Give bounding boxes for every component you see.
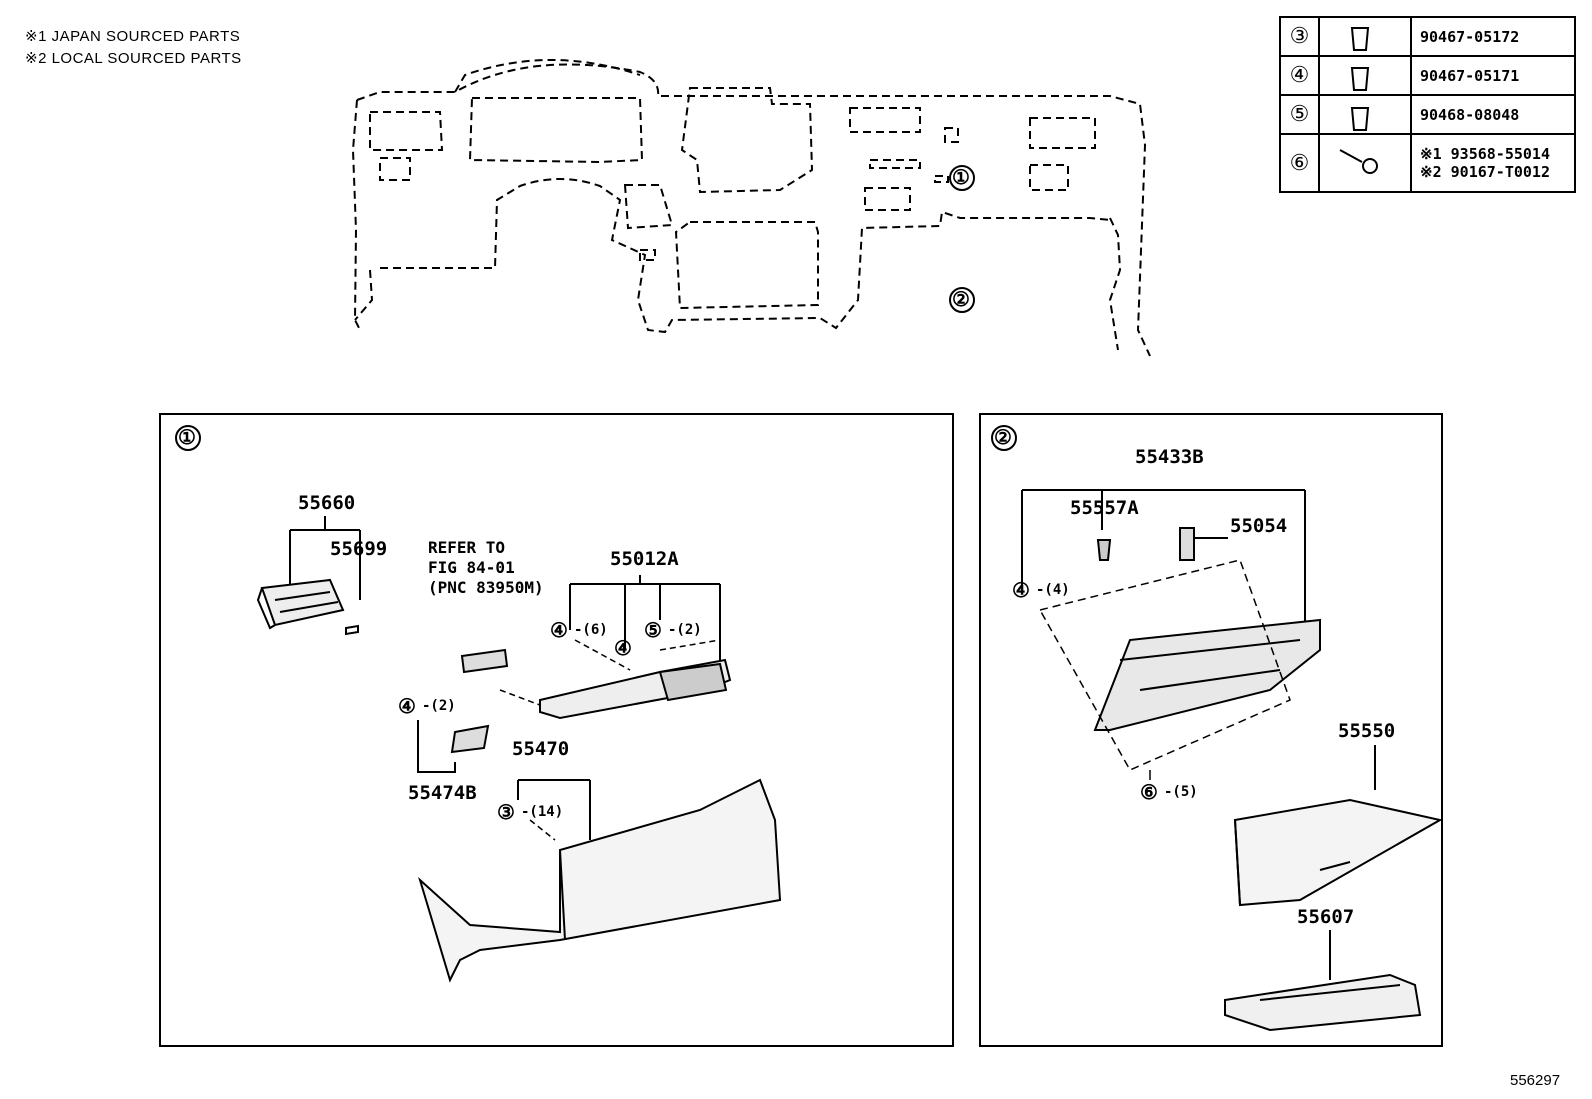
overview-callout-1[interactable]: ① [952,165,970,189]
parts-row: ③ 90467-05172 [1279,16,1576,57]
parts-row: ⑥ ※1 93568-55014 ※2 90167-T0012 [1279,133,1576,193]
part-number[interactable]: 90467-05172 [1410,16,1576,57]
part-55470[interactable]: 55470 [512,738,570,760]
part-number-local: ※2 90167-T0012 [1420,163,1550,181]
part-55474b[interactable]: 55474B [408,782,477,804]
callout-4[interactable]: ④ [398,694,416,718]
clip-icon-cell [1318,94,1412,135]
part-55550[interactable]: 55550 [1338,720,1396,742]
qty-6: -(5) [1164,784,1198,800]
part-55012a[interactable]: 55012A [610,548,679,570]
refer-line-1: REFER TO [428,538,506,557]
qty-3: -(14) [521,804,564,820]
glovebox-door [1233,798,1443,907]
callout-6[interactable]: ⑥ [1140,780,1158,804]
vent-assembly [256,578,359,636]
clip-icon-cell [1318,16,1412,57]
qty-4: -(6) [574,622,608,638]
ref-number: ④ [1279,55,1320,96]
dashboard-overview [351,59,1151,357]
parts-row: ④ 90467-05171 [1279,55,1576,96]
callout-4[interactable]: ④ [550,618,568,642]
refer-line-2: FIG 84-01 [428,558,515,577]
part-55433b[interactable]: 55433B [1135,446,1204,468]
qty-5: -(2) [668,622,702,638]
ref-number: ⑤ [1279,94,1320,135]
part-55054[interactable]: 55054 [1230,515,1288,537]
note-japan: ※1 JAPAN SOURCED PARTS [25,28,241,45]
note-local: ※2 LOCAL SOURCED PARTS [25,50,242,67]
glovebox-frame [1093,618,1321,731]
part-55699[interactable]: 55699 [330,538,388,560]
part-number-japan: ※1 93568-55014 [1420,145,1550,163]
parts-table: ③ 90467-05172 ④ 90467-05171 ⑤ 90468-0804… [1279,16,1576,193]
glovebox-tray [1224,973,1422,1032]
callout-5[interactable]: ⑤ [644,618,662,642]
ref-number: ③ [1279,16,1320,57]
callout-4[interactable]: ④ [1012,578,1030,602]
part-number-pair[interactable]: ※1 93568-55014 ※2 90167-T0012 [1410,133,1576,193]
refer-line-3: (PNC 83950M) [428,578,544,597]
qty-4: -(2) [422,698,456,714]
screw-icon-cell [1318,133,1412,193]
figure-reference-number: 556297 [1510,1072,1561,1089]
refer-note[interactable]: REFER TO FIG 84-01 (PNC 83950M) [428,538,544,598]
panel-2-id: ② [994,425,1012,449]
part-number[interactable]: 90468-08048 [1410,94,1576,135]
ref-number: ⑥ [1279,133,1320,193]
part-55607[interactable]: 55607 [1297,906,1355,928]
panel-2-frame [979,413,1443,1047]
clip-icon-cell [1318,55,1412,96]
part-number[interactable]: 90467-05171 [1410,55,1576,96]
parts-row: ⑤ 90468-08048 [1279,94,1576,135]
lower-panel [418,778,782,983]
callout-3[interactable]: ③ [497,800,515,824]
overview-callout-2[interactable]: ② [952,287,970,311]
panel-1-id: ① [178,425,196,449]
callout-4[interactable]: ④ [614,636,632,660]
panel-1-frame [159,413,954,1047]
part-55557a[interactable]: 55557A [1070,497,1139,519]
part-55660[interactable]: 55660 [298,492,356,514]
qty-4: -(4) [1036,582,1070,598]
register-panel [539,658,732,720]
